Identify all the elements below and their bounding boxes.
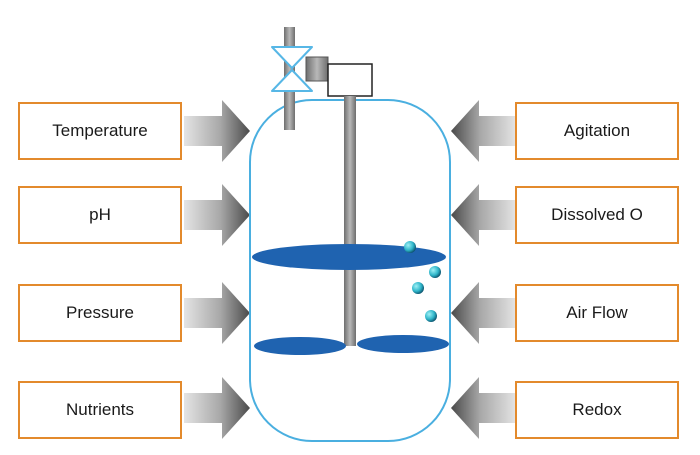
arrow-left-2: [451, 184, 516, 246]
param-label: Pressure: [65, 303, 135, 322]
param-label: Nutrients: [65, 400, 135, 419]
motor-box: [327, 63, 373, 97]
air-bubble: [425, 310, 437, 322]
impeller-lower-left: [254, 337, 346, 355]
param-label: Temperature: [52, 121, 148, 140]
param-label: Dissolved O: [551, 205, 643, 224]
valve-icon: [271, 46, 313, 92]
impeller-lower-right: [357, 335, 449, 353]
air-bubble: [429, 266, 441, 278]
arrow-left-3: [451, 282, 516, 344]
valve-actuator: [305, 56, 329, 82]
param-label: pH: [89, 205, 111, 224]
param-label: Air Flow: [566, 303, 628, 322]
param-label: Agitation: [563, 121, 631, 140]
param-box-temperature: Temperature: [18, 102, 182, 160]
arrow-left-4: [451, 377, 516, 439]
air-bubble: [404, 241, 416, 253]
arrow-right-2: [184, 184, 250, 246]
param-box-nutrients: Nutrients: [18, 381, 182, 439]
param-box-air-flow: Air Flow: [515, 284, 679, 342]
impeller-upper: [252, 244, 446, 270]
arrow-right-1: [184, 100, 250, 162]
param-box-dissolved-o: Dissolved O: [515, 186, 679, 244]
param-box-pressure: Pressure: [18, 284, 182, 342]
param-box-ph: pH: [18, 186, 182, 244]
arrow-right-4: [184, 377, 250, 439]
param-box-agitation: Agitation: [515, 102, 679, 160]
param-box-redox: Redox: [515, 381, 679, 439]
param-label: Redox: [572, 400, 622, 419]
arrow-left-1: [451, 100, 516, 162]
air-bubble: [412, 282, 424, 294]
agitator-shaft: [344, 96, 356, 346]
arrow-right-3: [184, 282, 250, 344]
